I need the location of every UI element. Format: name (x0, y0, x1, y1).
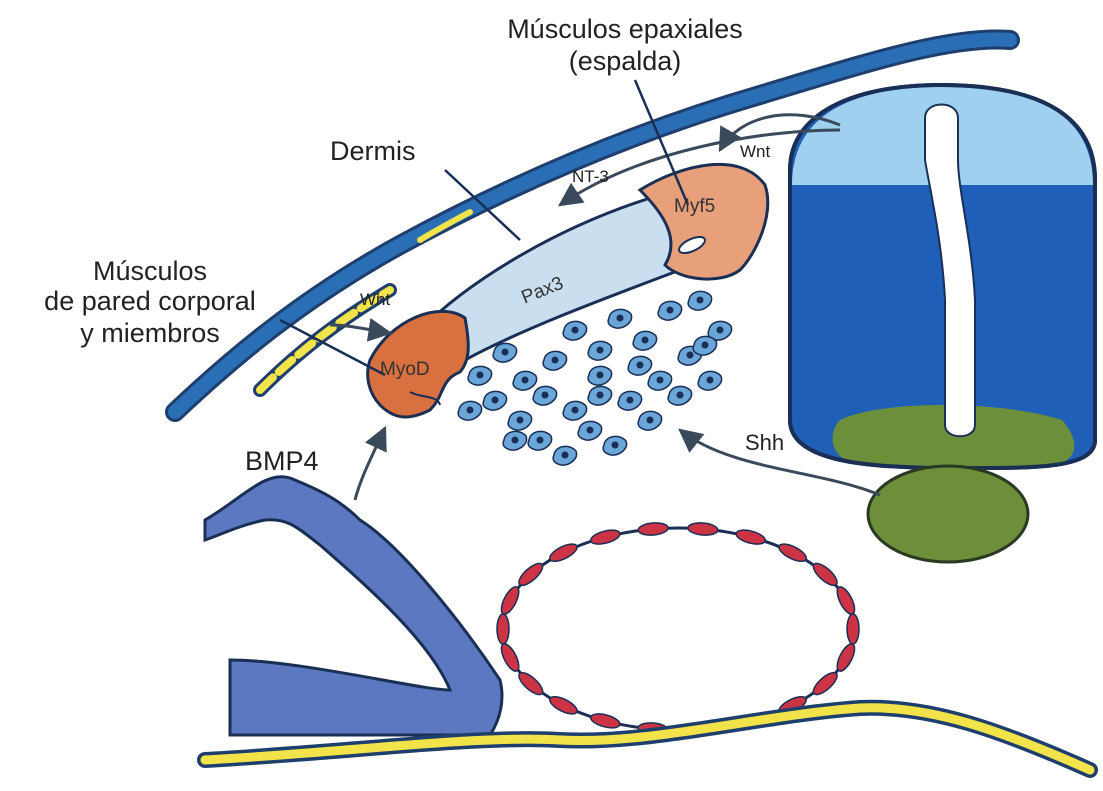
aorta-bead (589, 527, 621, 546)
aorta-bead (497, 614, 509, 644)
cell-nucleus (572, 327, 579, 334)
label-bodywall-2: de pared corporal (44, 286, 256, 316)
cell-nucleus (502, 349, 509, 356)
aorta-bead (498, 584, 522, 616)
label-bodywall-3: y miembros (80, 318, 220, 348)
cell-nucleus (522, 377, 529, 384)
aorta-bead (516, 669, 546, 698)
cell-nucleus (477, 372, 484, 379)
cell-nucleus (612, 442, 619, 449)
cell-nucleus (697, 297, 704, 304)
label-epaxial-2: (espalda) (569, 46, 682, 76)
cell-nucleus (707, 377, 714, 384)
aorta-bead (847, 614, 859, 644)
somatic-mesoderm (205, 477, 502, 735)
cell-nucleus (667, 307, 674, 314)
label-bodywall-1: Músculos (93, 256, 207, 286)
aorta-bead (834, 641, 858, 673)
cell-nucleus (597, 372, 604, 379)
cell-nucleus (702, 342, 709, 349)
cell-nucleus (542, 392, 549, 399)
cell-nucleus (637, 362, 644, 369)
cell-nucleus (562, 452, 569, 459)
label-epaxial-1: Músculos epaxiales (507, 14, 743, 44)
cell-nucleus (517, 417, 524, 424)
cell-nucleus (512, 437, 519, 444)
label-myf5: Myf5 (674, 196, 715, 217)
cell-nucleus (687, 352, 694, 359)
cell-nucleus (587, 427, 594, 434)
cell-nucleus (597, 347, 604, 354)
label-myod: MyoD (380, 359, 430, 380)
aorta-bead (810, 669, 840, 698)
dorsal-aorta (497, 522, 859, 736)
label-dermis: Dermis (330, 136, 416, 166)
aorta-bead (810, 560, 840, 589)
cell-nucleus (467, 407, 474, 414)
cell-nucleus (717, 327, 724, 334)
cell-nucleus (597, 392, 604, 399)
cell-nucleus (642, 337, 649, 344)
aorta-bead (547, 541, 579, 565)
aorta-bead (547, 693, 579, 717)
neural-tube (790, 85, 1095, 469)
label-nt3: NT-3 (572, 167, 609, 186)
cell-nucleus (552, 357, 559, 364)
aorta-bead (735, 527, 767, 546)
cell-nucleus (657, 377, 664, 384)
cell-nucleus (492, 397, 499, 404)
cell-nucleus (617, 315, 624, 322)
aorta-bead (498, 641, 522, 673)
cell-nucleus (647, 417, 654, 424)
aorta-bead (638, 522, 669, 536)
aorta-bead (589, 711, 621, 730)
label-wnt-top: Wnt (740, 142, 771, 161)
notochord (868, 466, 1028, 562)
aorta-bead (777, 541, 809, 565)
aorta-bead (516, 560, 546, 589)
cell-nucleus (572, 407, 579, 414)
bmp4-arrow (355, 428, 385, 500)
cell-nucleus (677, 392, 684, 399)
aorta-bead (687, 522, 718, 536)
label-wnt-left: Wnt (360, 290, 391, 309)
aorta-bead (834, 584, 858, 616)
label-bmp4: BMP4 (245, 446, 319, 476)
label-shh: Shh (745, 430, 784, 455)
cell-nucleus (537, 437, 544, 444)
cell-nucleus (627, 397, 634, 404)
